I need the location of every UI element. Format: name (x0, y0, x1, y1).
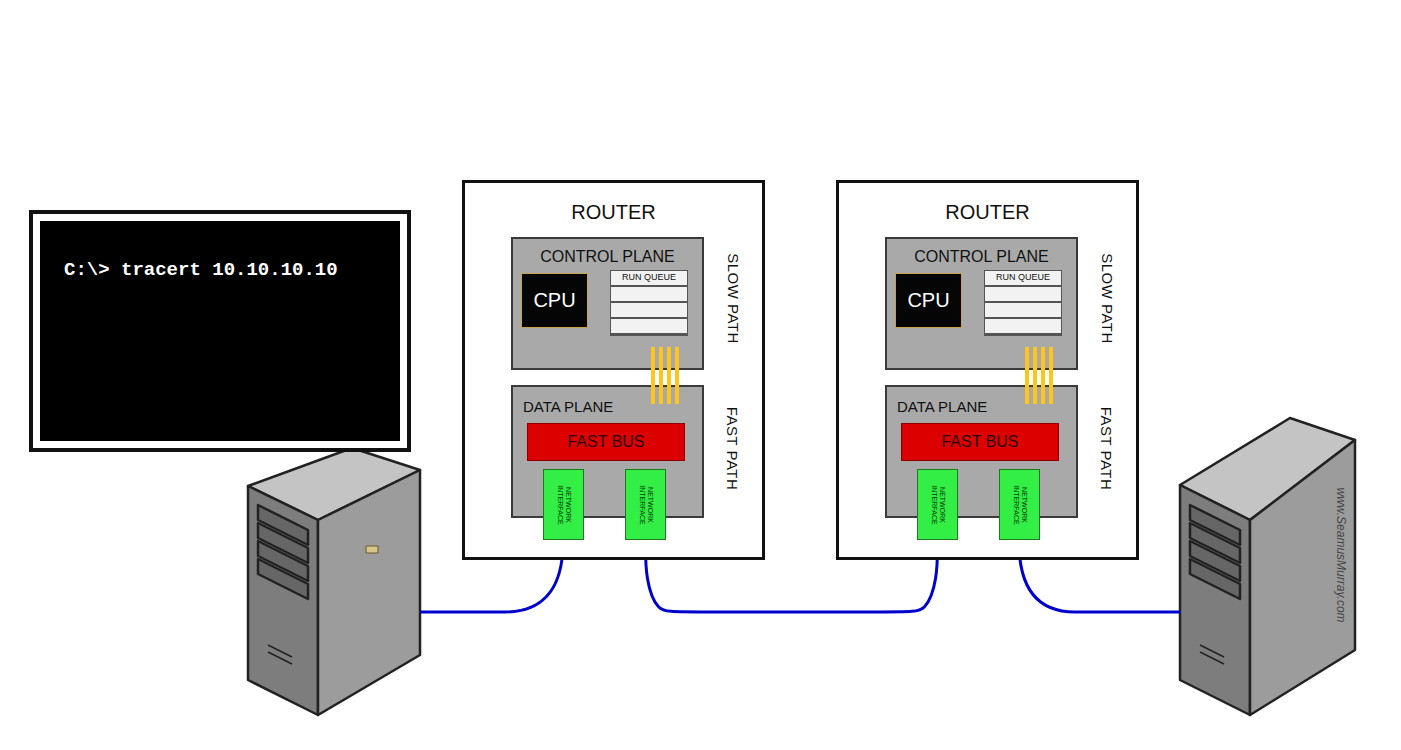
node-label: NETWORK INTERFACE (638, 480, 654, 530)
vent-line (268, 652, 292, 664)
watermark: www.SeamusMurray.com (1334, 487, 1348, 622)
network-interface: NETWORK INTERFACE (917, 469, 958, 540)
fast-bus: FAST BUS (527, 423, 685, 461)
label-holder: www.SeamusMurray.com (1246, 543, 1401, 567)
node-label: CONTROL PLANE (887, 239, 1076, 267)
drive-bay (1190, 559, 1240, 599)
network-interface: NETWORK INTERFACE (625, 469, 666, 540)
network-interface: NETWORK INTERFACE (999, 469, 1040, 540)
node-label: DATA PLANE (513, 387, 702, 416)
network-interface: NETWORK INTERFACE (543, 469, 584, 540)
server-front (248, 486, 318, 715)
cpu-chip: CPU (521, 273, 588, 328)
node-label: CPU (907, 289, 949, 312)
node-label: NETWORK INTERFACE (556, 480, 572, 530)
node-label: ROUTER (465, 183, 762, 224)
cpu-chip: CPU (895, 273, 962, 328)
data-plane: DATA PLANEFAST BUSNETWORK INTERFACENETWO… (511, 385, 704, 518)
path-label: SLOW PATH (725, 253, 742, 344)
run-queue: RUN QUEUE (610, 270, 688, 336)
server-front (1180, 485, 1250, 715)
server-side (318, 470, 420, 715)
node-label: ROUTER (839, 183, 1136, 224)
drive-bay (258, 559, 308, 599)
path-label: FAST PATH (1099, 406, 1116, 490)
terminal-screen: C:\> tracert 10.10.10.10 (29, 210, 411, 452)
node-label: DATA PLANE (887, 387, 1076, 416)
server-side (1250, 440, 1355, 715)
server-badge (366, 546, 378, 553)
node-label: CONTROL PLANE (513, 239, 702, 267)
node-label: NETWORK INTERFACE (930, 480, 946, 530)
node-label: NETWORK INTERFACE (1012, 480, 1028, 530)
run-queue: RUN QUEUE (984, 270, 1062, 336)
vent-line (268, 645, 292, 657)
vent-line (1200, 645, 1224, 657)
path-label: SLOW PATH (1099, 253, 1116, 344)
path-label: FAST PATH (725, 406, 742, 490)
router-box: ROUTER CONTROL PLANE CPU RUN QUEUE DATA PLAN… (462, 180, 765, 560)
node-label: FAST BUS (567, 433, 644, 451)
right-server (1180, 418, 1355, 715)
node-label: RUN QUEUE (611, 271, 687, 284)
left-server (248, 448, 420, 715)
node-label: RUN QUEUE (985, 271, 1061, 284)
fast-bus: FAST BUS (901, 423, 1059, 461)
vent-line (1200, 652, 1224, 664)
control-plane: CONTROL PLANE CPU RUN QUEUE (885, 237, 1078, 370)
node-label: CPU (533, 289, 575, 312)
node-label: C:\> tracert 10.10.10.10 (40, 221, 400, 441)
control-plane: CONTROL PLANE CPU RUN QUEUE (511, 237, 704, 370)
router-box: ROUTER CONTROL PLANE CPU RUN QUEUE DATA PLAN… (836, 180, 1139, 560)
data-plane: DATA PLANEFAST BUSNETWORK INTERFACENETWO… (885, 385, 1078, 518)
node-label: FAST BUS (941, 433, 1018, 451)
